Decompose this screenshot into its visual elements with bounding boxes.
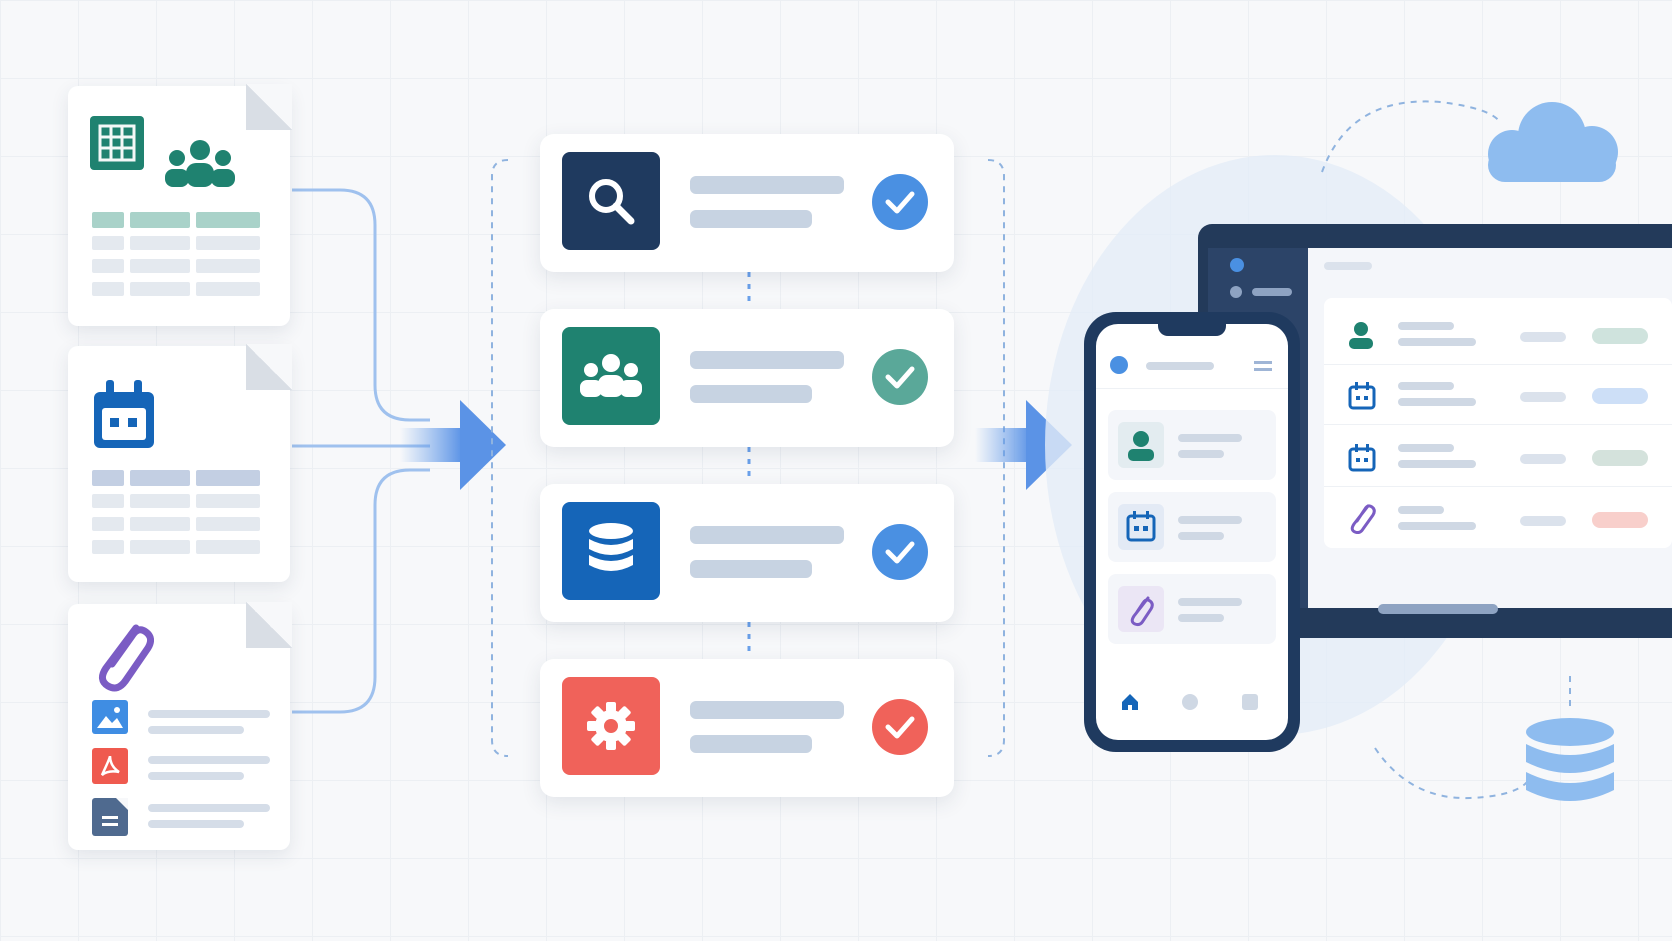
status-badge xyxy=(1592,512,1648,528)
status-badge xyxy=(1592,450,1648,466)
desktop-stand xyxy=(1378,604,1498,614)
desktop-screen xyxy=(1308,248,1672,608)
arrow-1-head xyxy=(460,400,506,490)
paperclip-icon xyxy=(90,618,155,699)
person-icon xyxy=(1118,422,1164,468)
search-icon xyxy=(562,152,660,250)
gear-icon xyxy=(562,677,660,775)
calendar-icon xyxy=(1118,504,1164,550)
arrow-2-shaft xyxy=(975,428,1031,462)
pipeline-step-settings xyxy=(540,659,954,797)
list-item xyxy=(1108,410,1276,480)
pipeline-bracket-left xyxy=(491,159,509,757)
pipeline-step-database xyxy=(540,484,954,622)
menu-icon[interactable] xyxy=(1254,359,1272,373)
calendar-icon xyxy=(1348,444,1376,477)
source-doc-spreadsheet xyxy=(68,84,292,326)
paperclip-icon xyxy=(1118,586,1164,632)
check-icon xyxy=(872,349,928,405)
connector-doc3 xyxy=(292,468,430,714)
phone-app xyxy=(1084,312,1300,752)
pipeline-step-search xyxy=(540,134,954,272)
paperclip-icon xyxy=(1348,502,1376,539)
check-icon xyxy=(872,524,928,580)
source-doc-attachments xyxy=(68,602,292,850)
phone-screen xyxy=(1096,324,1288,740)
connector-doc1 xyxy=(292,188,430,422)
text-file-icon xyxy=(92,798,128,836)
status-badge xyxy=(1592,388,1648,404)
check-icon xyxy=(872,174,928,230)
home-icon[interactable] xyxy=(1120,692,1140,717)
arrow-1-shaft xyxy=(400,428,462,462)
source-doc-calendar xyxy=(68,344,292,582)
desktop-list xyxy=(1324,298,1672,548)
database-icon xyxy=(562,502,660,600)
check-icon xyxy=(872,699,928,755)
spreadsheet-icon xyxy=(90,116,144,170)
person-icon xyxy=(1346,320,1376,355)
people-icon xyxy=(562,327,660,425)
database-connector xyxy=(1374,747,1531,800)
status-badge xyxy=(1592,328,1648,344)
nav-square-icon[interactable] xyxy=(1242,694,1258,710)
database-icon xyxy=(1524,716,1616,825)
cloud-connector xyxy=(1321,100,1501,173)
calendar-icon xyxy=(90,380,158,457)
list-item xyxy=(1108,492,1276,562)
people-icon xyxy=(160,136,240,197)
pdf-icon xyxy=(92,748,128,784)
cloud-icon xyxy=(1476,96,1624,193)
nav-dot-icon[interactable] xyxy=(1182,694,1198,710)
calendar-icon xyxy=(1348,382,1376,415)
list-item xyxy=(1108,574,1276,644)
pipeline-step-people xyxy=(540,309,954,447)
image-icon xyxy=(92,700,128,734)
